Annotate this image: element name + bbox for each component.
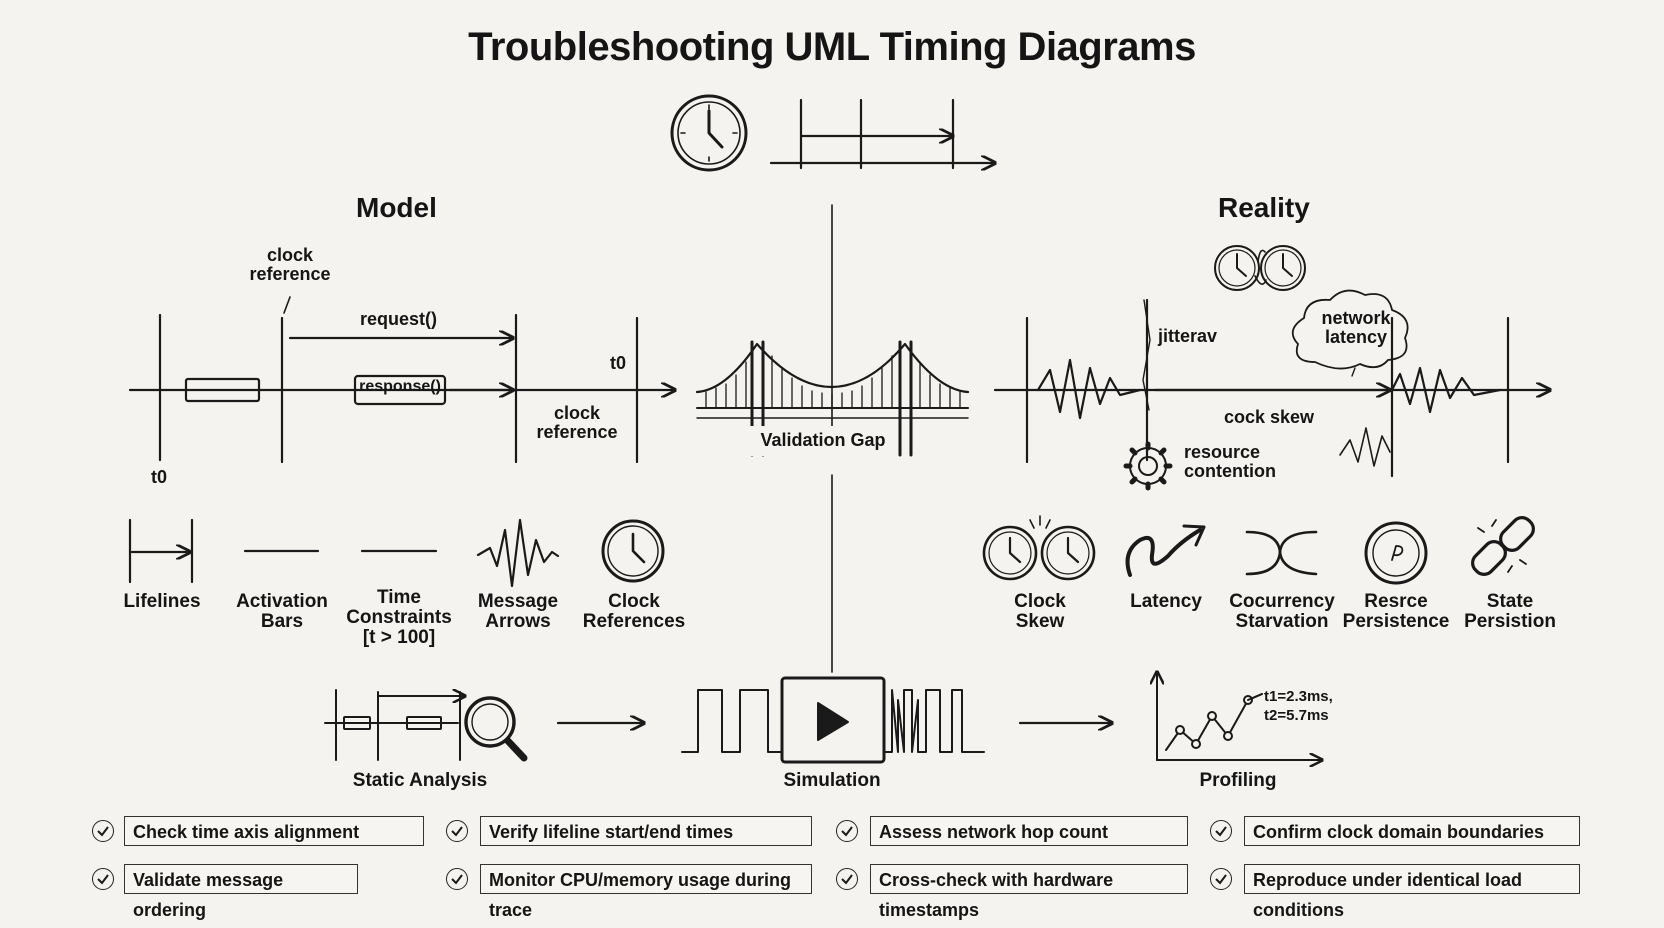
check-icon bbox=[1210, 820, 1232, 842]
model-element-time-constraints: Time Constraints [t > 100] bbox=[346, 587, 452, 648]
reality-issue-clock-skew: Clock Skew bbox=[1014, 591, 1066, 632]
broken-chain-icon bbox=[1471, 516, 1535, 576]
profiling-graph-icon bbox=[1157, 672, 1322, 760]
header-timeline-icon bbox=[769, 98, 995, 168]
reality-issue-latency: Latency bbox=[1130, 591, 1202, 612]
crossed-curves-icon bbox=[1245, 530, 1318, 576]
model-element-activation-bars: Activation Bars bbox=[236, 591, 328, 632]
model-heading: Model bbox=[356, 192, 437, 223]
profiling-t2-annotation: t2=5.7ms bbox=[1264, 707, 1329, 724]
request-label: request() bbox=[360, 309, 438, 329]
message-wave-icon bbox=[476, 518, 560, 588]
check-icon bbox=[92, 820, 114, 842]
validation-gap-label: Validation Gap bbox=[760, 430, 886, 450]
checklist-item: Validate message ordering bbox=[124, 864, 358, 920]
clock-reference-top-label: clock reference bbox=[249, 245, 331, 284]
gauge-icon bbox=[1364, 521, 1428, 585]
model-element-clock-references: Clock References bbox=[582, 591, 686, 632]
checklist-item: Verify lifeline start/end times bbox=[480, 816, 812, 846]
reality-timing-diagram bbox=[993, 298, 1550, 478]
page-title: Troubleshooting UML Timing Diagrams bbox=[468, 25, 1196, 69]
resource-contention-label: resource contention bbox=[1184, 442, 1276, 481]
clock-icon bbox=[601, 519, 665, 583]
model-element-message-arrows: Message Arrows bbox=[477, 591, 559, 632]
reality-issue-concurrency: Cocurrency Starvation bbox=[1229, 591, 1335, 632]
header-clock-icon bbox=[670, 94, 748, 172]
skewed-clocks-icon bbox=[1214, 245, 1306, 291]
double-clock-icon bbox=[982, 515, 1096, 581]
pipeline-profiling: Profiling bbox=[1199, 770, 1277, 791]
reality-issue-resource: Resrce Persistence bbox=[1342, 591, 1450, 632]
check-icon bbox=[92, 868, 114, 890]
network-latency-cloud-icon bbox=[1291, 289, 1409, 370]
jitter-label: jitterav bbox=[1158, 326, 1218, 346]
checklist-item: Confirm clock domain boundaries bbox=[1244, 816, 1580, 846]
validation-gap-bridge-icon bbox=[695, 340, 970, 457]
reality-heading: Reality bbox=[1218, 192, 1310, 223]
reality-issue-state: State Persistion bbox=[1464, 591, 1556, 632]
clock-reference-right-label: clock reference bbox=[536, 403, 618, 442]
checklist-item: Monitor CPU/memory usage during trace bbox=[480, 864, 812, 920]
check-icon bbox=[836, 820, 858, 842]
pipeline-simulation: Simulation bbox=[783, 770, 881, 791]
checklist-item: Assess network hop count bbox=[870, 816, 1188, 846]
squiggle-arrow-icon bbox=[1125, 524, 1206, 577]
pipeline-static-analysis: Static Analysis bbox=[352, 770, 488, 791]
checklist-item: Reproduce under identical load condition… bbox=[1244, 864, 1580, 920]
checklist-item: Check time axis alignment bbox=[124, 816, 424, 846]
lifeline-icon bbox=[128, 518, 194, 584]
check-icon bbox=[446, 820, 468, 842]
clock-skew-label: cock skew bbox=[1224, 407, 1315, 427]
model-timing-diagram bbox=[128, 296, 675, 464]
checklist-item: Cross-check with hardware timestamps bbox=[870, 864, 1188, 920]
check-icon bbox=[1210, 868, 1232, 890]
response-label: response() bbox=[359, 378, 441, 395]
t0-right-label: t0 bbox=[610, 353, 627, 373]
check-icon bbox=[836, 868, 858, 890]
network-latency-label: network latency bbox=[1321, 308, 1391, 347]
profiling-t1-annotation: t1=2.3ms, bbox=[1264, 688, 1333, 705]
t0-left-label: t0 bbox=[151, 467, 168, 487]
static-analysis-icon bbox=[324, 689, 528, 762]
model-element-lifelines: Lifelines bbox=[123, 591, 201, 612]
check-icon bbox=[446, 868, 468, 890]
gear-icon bbox=[1123, 441, 1173, 491]
simulation-icon bbox=[681, 676, 985, 764]
